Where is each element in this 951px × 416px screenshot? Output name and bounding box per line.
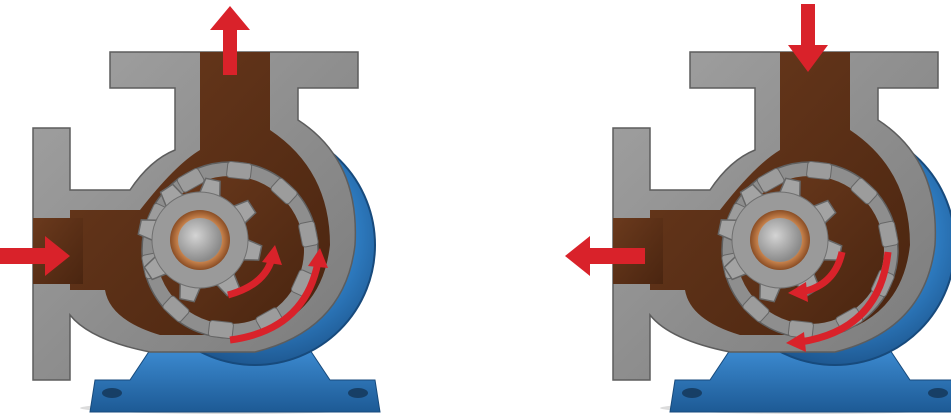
- rotor-segment: [806, 161, 832, 180]
- shaft: [758, 218, 802, 262]
- pump-left: [0, 6, 380, 414]
- rotor-segment: [226, 161, 252, 180]
- bolt-hole-icon: [928, 388, 948, 398]
- bolt-hole-icon: [682, 388, 702, 398]
- shaft: [178, 218, 222, 262]
- bolt-hole-icon: [348, 388, 368, 398]
- rotor-segment: [208, 320, 234, 339]
- bolt-hole-icon: [102, 388, 122, 398]
- pump-right: [565, 4, 951, 414]
